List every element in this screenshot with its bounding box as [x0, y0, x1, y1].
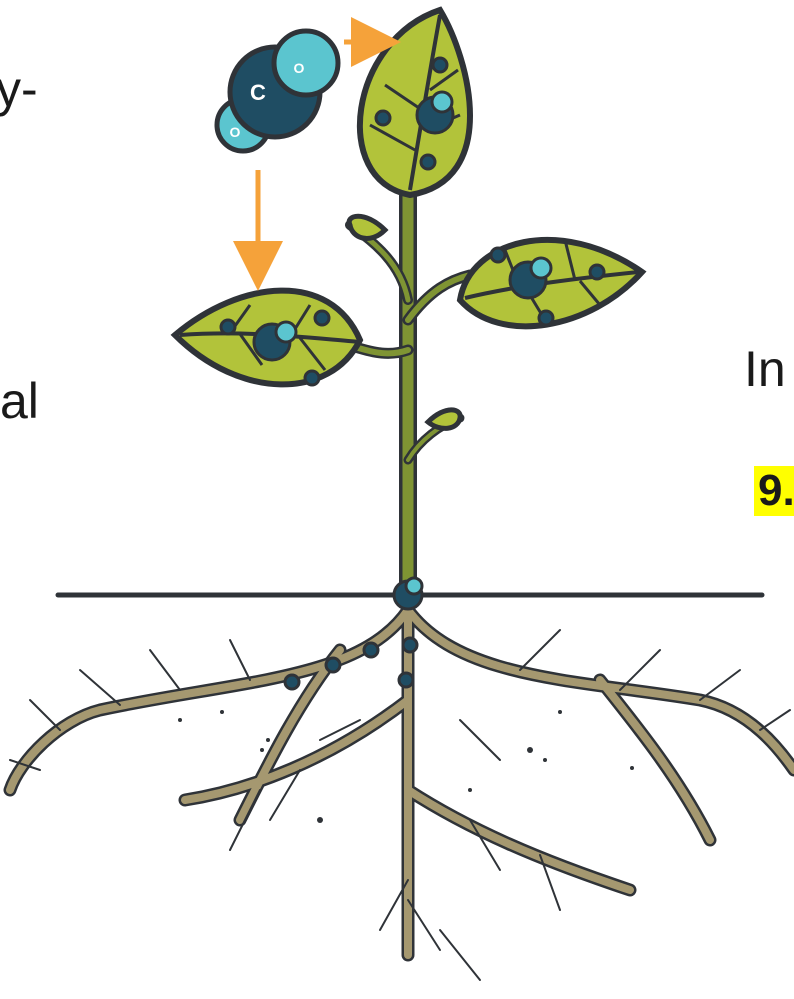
oxygen-atom-right [274, 31, 338, 95]
co2-molecule: C O O [217, 31, 338, 151]
text-fragment-right-low-highlight: 9. [754, 466, 794, 516]
stem [330, 195, 470, 600]
small-leaf-upper [349, 216, 385, 238]
oxygen-label-1: O [294, 60, 305, 76]
text-fragment-left-mid: al [0, 372, 39, 430]
roots [10, 600, 794, 980]
text-fragment-left-top: y- [0, 60, 38, 118]
carbon-label: C [250, 80, 266, 105]
small-leaf-lower [428, 410, 460, 429]
text-fragment-right-mid: In [744, 340, 786, 398]
oxygen-label-2: O [230, 124, 241, 140]
